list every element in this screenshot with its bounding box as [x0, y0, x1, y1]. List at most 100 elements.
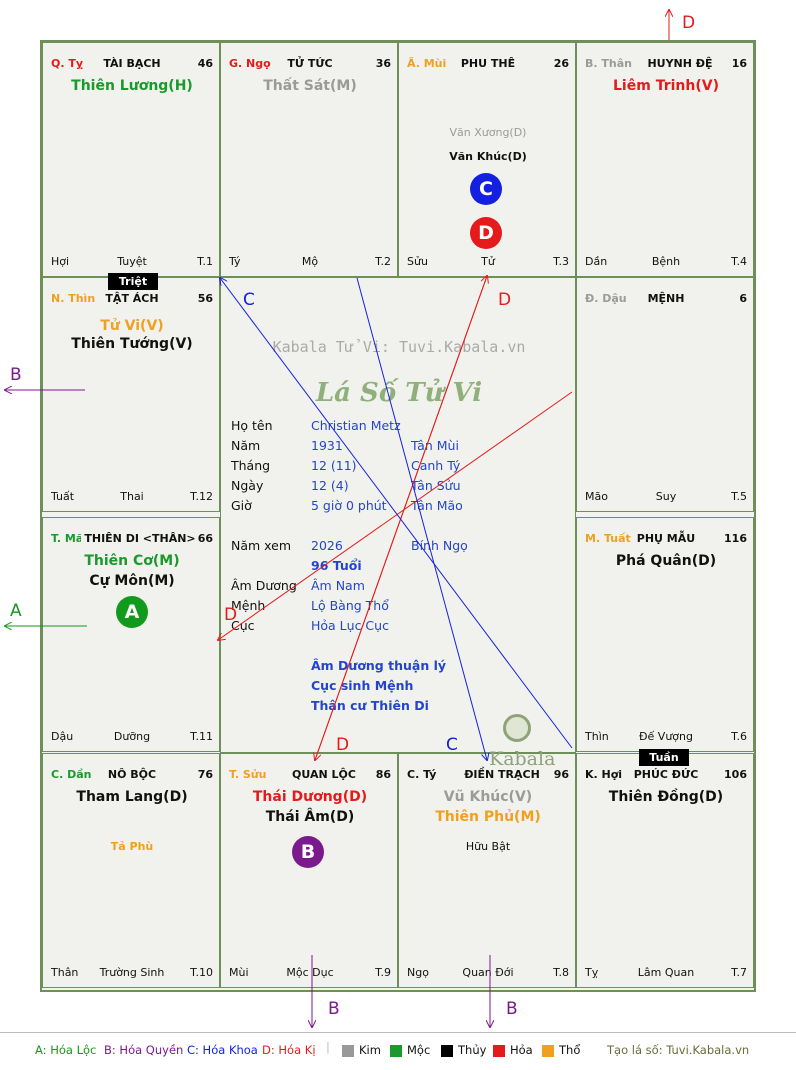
branch-label: T. Sửu	[229, 768, 267, 781]
second-star: Thái Âm(D)	[265, 809, 355, 825]
thang-label: Tháng	[231, 458, 271, 473]
cell-bottom-right: T.3	[553, 255, 569, 268]
gio-can-chi: Tân Mão	[411, 498, 463, 513]
age-label: 96	[553, 768, 569, 781]
footer-credit: Tạo lá số: Tuvi.Kabala.vn	[607, 1043, 750, 1057]
main-star: Liêm Trinh(V)	[613, 78, 719, 94]
arrow-c-phucduc-tatach	[220, 278, 573, 749]
age-label: 106	[724, 768, 747, 781]
branch-label: Q. Tỵ	[51, 57, 84, 70]
kabala-logo-text: Kabala	[489, 748, 556, 770]
arrow-label-top-d: D	[682, 13, 695, 33]
thang-can-chi: Canh Tý	[411, 458, 461, 473]
ngay-value: 12 (4)	[311, 478, 349, 493]
branch-label: C. Tý	[407, 768, 437, 781]
palace-tai-bach: Q. Tỵ TÀI BẠCH 46 Thiên Lương(H) Hợi Tuy…	[42, 42, 220, 277]
cell-bottom-left: Hợi	[51, 255, 70, 268]
main-star: Thất Sát(M)	[263, 78, 357, 94]
arrow-label-d3: D	[336, 735, 349, 755]
chart-title: Lá Số Tử Vi	[315, 378, 483, 408]
arrow-d-menh-thiendi	[218, 391, 573, 640]
main-star: Tham Lang(D)	[76, 789, 188, 805]
menh-label: Mệnh	[231, 598, 266, 613]
cell-bottom-center: Trường Sinh	[99, 966, 165, 979]
palace-name: THIÊN DI <THÂN>	[84, 532, 196, 545]
am-duong-label: Âm Dương	[231, 578, 297, 593]
cell-bottom-left: Tỵ	[585, 966, 599, 979]
palace-phuc-duc: K. Hợi PHÚC ĐỨC 106 Thiên Đồng(D) Tỵ Lâm…	[576, 753, 754, 988]
cell-bottom-center: Đế Vượng	[639, 730, 693, 743]
cell-bottom-left: Tuất	[51, 490, 75, 503]
branch-label: N. Thìn	[51, 292, 96, 305]
branch-label: T. Mão	[51, 532, 81, 545]
thang-value: 12 (11)	[311, 458, 357, 473]
palace-name: TẬT ÁCH	[105, 292, 159, 305]
legend-hoa-khoa: C: Hóa Khoa	[187, 1043, 258, 1057]
cell-bottom-center: Tuyệt	[117, 255, 147, 268]
cell-bottom-left: Ngọ	[407, 966, 429, 979]
main-star: Phá Quân(D)	[615, 553, 717, 569]
cell-bottom-left: Mão	[585, 490, 608, 503]
marker-b: B	[292, 836, 324, 868]
second-star: Thiên Tướng(V)	[71, 336, 193, 352]
thuy-swatch	[441, 1045, 453, 1057]
age-label: 6	[739, 292, 747, 305]
main-star: Thái Dương(D)	[252, 789, 368, 805]
arrow-label-bottom-b2: B	[506, 999, 518, 1019]
legend-hoa: Hỏa	[510, 1043, 533, 1057]
main-star: Thiên Đồng(D)	[608, 789, 724, 805]
branch-label: M. Tuất	[585, 532, 631, 545]
arrow-label-left-a: A	[10, 601, 22, 621]
palace-name: HUYNH ĐỆ	[647, 57, 713, 70]
palace-name: TỬ TỨC	[287, 57, 333, 70]
cell-bottom-left: Dần	[585, 255, 608, 268]
age-label: 16	[731, 57, 747, 70]
legend-tho: Thổ	[559, 1043, 581, 1057]
gio-label: Giờ	[231, 498, 252, 513]
note-1: Âm Dương thuận lý	[311, 658, 447, 673]
palace-tat-ach: N. Thìn TẬT ÁCH 56 Tử Vi(V) Thiên Tướng(…	[42, 277, 220, 512]
age-label: 36	[375, 57, 391, 70]
tuvi-chart: Q. Tỵ TÀI BẠCH 46 Thiên Lương(H) Hợi Tuy…	[40, 40, 756, 992]
branch-label: G. Ngọ	[229, 57, 271, 70]
cell-bottom-center: Quan Đới	[462, 966, 514, 979]
arrow-c-to-dientrach	[356, 277, 487, 760]
main-star: Thiên Lương(H)	[71, 78, 193, 94]
ngay-can-chi: Tân Sửu	[411, 478, 461, 493]
arrow-label-d2: D	[224, 605, 237, 625]
menh-value: Lộ Bàng Thổ	[311, 598, 389, 613]
cell-bottom-left: Sửu	[407, 255, 428, 268]
legend-moc: Mộc	[407, 1043, 431, 1057]
palace-tu-tuc: G. Ngọ TỬ TỨC 36 Thất Sát(M) Tý Mộ T.2	[220, 42, 398, 277]
cell-bottom-right: T.8	[553, 966, 569, 979]
cell-bottom-right: T.4	[731, 255, 747, 268]
cell-bottom-center: Tử	[481, 255, 495, 268]
palace-name: ĐIỀN TRẠCH	[464, 768, 540, 781]
minor-star: Hữu Bật	[465, 840, 511, 853]
age-label: 46	[197, 57, 213, 70]
palace-quan-loc: T. Sửu QUAN LỘC 86 Thái Dương(D) Thái Âm…	[220, 753, 398, 988]
main-star: Vũ Khúc(V)	[443, 789, 533, 805]
legend-separator: |	[326, 1040, 330, 1054]
kabala-tree-icon	[503, 714, 531, 742]
cell-bottom-center: Dưỡng	[113, 730, 151, 743]
palace-name: PHÚC ĐỨC	[633, 768, 699, 781]
age-label: 76	[197, 768, 213, 781]
nam-xem-can-chi: Bính Ngọ	[411, 538, 468, 553]
cell-bottom-left: Mùi	[229, 966, 249, 979]
triet-badge: Triệt	[108, 273, 158, 290]
cell-bottom-right: T.11	[190, 730, 213, 743]
palace-name: QUAN LỘC	[292, 768, 356, 781]
palace-name: TÀI BẠCH	[103, 57, 161, 70]
cell-bottom-right: T.9	[375, 966, 391, 979]
palace-dien-trach: C. Tý ĐIỀN TRẠCH 96 Vũ Khúc(V) Thiên Phủ…	[398, 753, 576, 988]
marker-a: A	[116, 596, 148, 628]
age-label: 26	[553, 57, 569, 70]
palace-thien-di: T. Mão THIÊN DI <THÂN> 66 Thiên Cơ(M) Cự…	[42, 517, 220, 752]
nam-xem-label: Năm xem	[231, 538, 292, 553]
arrow-label-c1: C	[243, 290, 255, 310]
second-star: Thiên Phủ(M)	[435, 809, 541, 825]
hoa-swatch	[493, 1045, 505, 1057]
arrow-label-d1: D	[498, 290, 511, 310]
